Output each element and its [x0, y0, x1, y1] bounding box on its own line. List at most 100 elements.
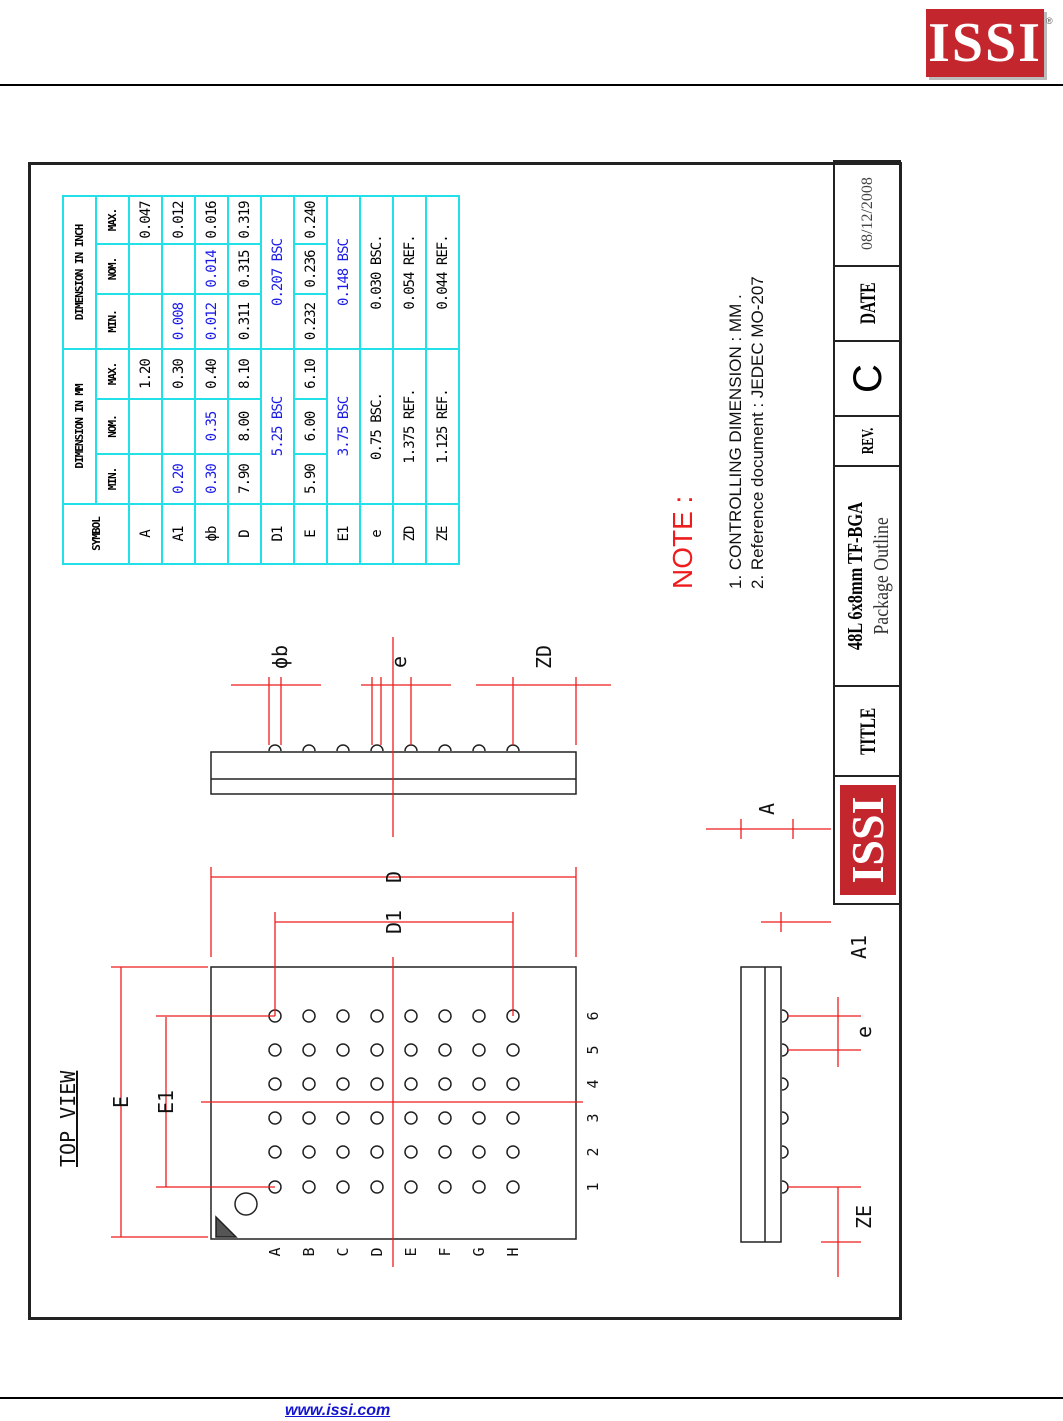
solder-ball: [438, 1043, 452, 1057]
table-cell: 5.90: [294, 454, 327, 504]
subheader-3: MIN.: [96, 294, 129, 349]
table-cell: 0.232: [294, 294, 327, 349]
notes-list: 1. CONTROLLING DIMENSION : MM . 2. Refer…: [725, 276, 769, 589]
table-cell: 3.75 BSC: [327, 349, 360, 504]
table-cell: 0.35: [195, 399, 228, 454]
column-number: 5: [584, 1045, 602, 1054]
solder-ball: [370, 1009, 384, 1023]
row-letter: F: [436, 1247, 454, 1256]
rev-label: REV.: [858, 427, 877, 455]
solder-ball: [302, 1111, 316, 1125]
table-cell: 6.00: [294, 399, 327, 454]
solder-ball: [472, 1145, 486, 1159]
subheader-1: NOM.: [96, 399, 129, 454]
side-ball: [404, 744, 418, 752]
table-cell: [162, 399, 195, 454]
side-ball: [472, 744, 486, 752]
solder-ball: [336, 1145, 350, 1159]
solder-ball: [336, 1043, 350, 1057]
solder-ball: [302, 1043, 316, 1057]
solder-ball: [404, 1043, 418, 1057]
table-cell: 0.030 BSC.: [360, 196, 393, 349]
side-ball: [781, 1145, 789, 1159]
table-cell: 1.375 REF.: [393, 349, 426, 504]
side-ball: [781, 1009, 789, 1023]
solder-ball: [404, 1145, 418, 1159]
date-value: 08/12/2008: [859, 177, 876, 250]
side-ball: [781, 1180, 789, 1194]
note-heading: NOTE :: [667, 495, 698, 589]
solder-ball: [438, 1077, 452, 1091]
subheader-2: MAX.: [96, 349, 129, 399]
table-cell: 0.30: [162, 349, 195, 399]
solder-ball: [302, 1180, 316, 1194]
subheader-0: MIN.: [96, 454, 129, 504]
table-cell: 7.90: [228, 454, 261, 504]
issi-logo: ISSI: [926, 9, 1044, 77]
row-letter: B: [300, 1247, 318, 1256]
solder-ball: [506, 1180, 520, 1194]
side-ball: [370, 744, 384, 752]
symbol-header: SYMBOL: [63, 504, 129, 564]
solder-ball: [506, 1111, 520, 1125]
header-rule: [0, 84, 1063, 86]
dim-A1-label: A1: [847, 935, 871, 959]
solder-ball: [370, 1043, 384, 1057]
issi-website-link[interactable]: www.issi.com: [285, 1402, 391, 1419]
column-number: 6: [584, 1011, 602, 1020]
table-cell: 8.00: [228, 399, 261, 454]
column-number: 2: [584, 1147, 602, 1156]
solder-ball: [438, 1009, 452, 1023]
subheader-5: MAX.: [96, 196, 129, 244]
side-ball: [438, 744, 452, 752]
table-cell: ϕb: [195, 504, 228, 564]
table-cell: 0.236: [294, 244, 327, 294]
table-cell: 5.25 BSC: [261, 349, 294, 504]
solder-ball: [268, 1077, 282, 1091]
side-ball: [781, 1043, 789, 1057]
solder-ball: [506, 1145, 520, 1159]
solder-ball: [336, 1009, 350, 1023]
solder-ball: [336, 1077, 350, 1091]
table-cell: 0.207 BSC: [261, 196, 294, 349]
solder-ball: [472, 1180, 486, 1194]
table-cell: D1: [261, 504, 294, 564]
table-cell: 0.054 REF.: [393, 196, 426, 349]
side-ball: [781, 1077, 789, 1091]
dim-e2-label: e: [852, 1026, 876, 1038]
solder-ball: [506, 1077, 520, 1091]
solder-ball: [370, 1145, 384, 1159]
table-cell: ZD: [393, 504, 426, 564]
inch-header: DIMENSION IN INCH: [63, 196, 96, 349]
title-label: TITLE: [855, 707, 880, 755]
solder-ball: [302, 1145, 316, 1159]
top-view-label: TOP VIEW: [56, 1070, 80, 1167]
solder-ball: [370, 1077, 384, 1091]
table-cell: A: [129, 504, 162, 564]
table-cell: 6.10: [294, 349, 327, 399]
table-cell: [129, 399, 162, 454]
side-view-bottom: [740, 966, 782, 1243]
table-cell: 0.40: [195, 349, 228, 399]
table-cell: 0.30: [195, 454, 228, 504]
solder-ball: [472, 1111, 486, 1125]
table-cell: 0.016: [195, 196, 228, 244]
table-cell: D: [228, 504, 261, 564]
table-cell: 0.319: [228, 196, 261, 244]
table-cell: E: [294, 504, 327, 564]
dim-A-label: A: [755, 803, 779, 815]
solder-ball: [438, 1145, 452, 1159]
solder-ball: [438, 1180, 452, 1194]
solder-ball: [302, 1077, 316, 1091]
solder-ball: [506, 1043, 520, 1057]
solder-ball: [268, 1145, 282, 1159]
table-cell: ZE: [426, 504, 459, 564]
table-cell: E1: [327, 504, 360, 564]
row-letter: A: [266, 1247, 284, 1256]
